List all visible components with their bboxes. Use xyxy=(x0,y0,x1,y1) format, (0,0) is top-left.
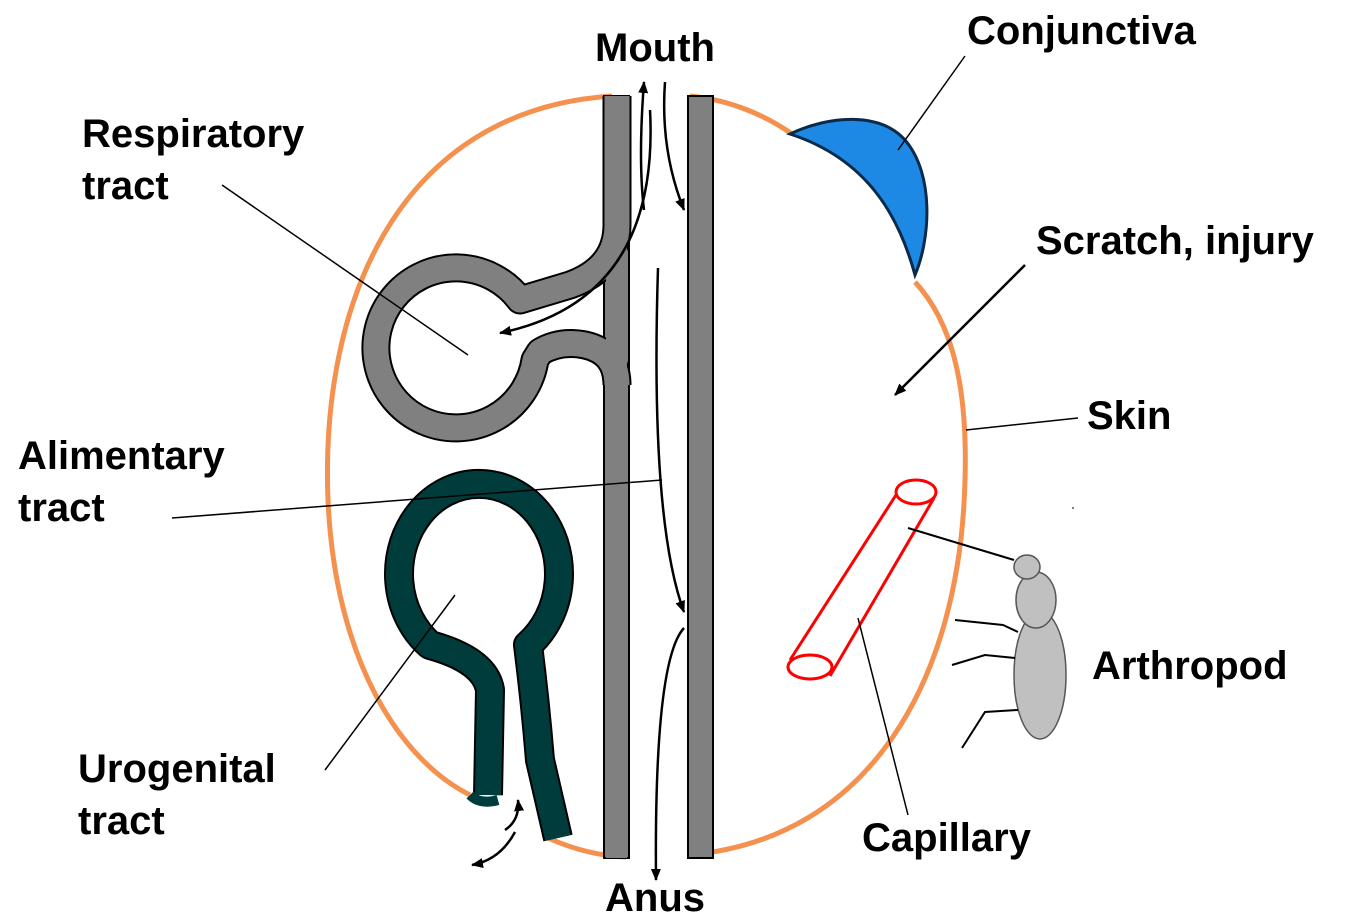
skin-leader xyxy=(966,418,1078,430)
respiratory-label-line2: tract xyxy=(82,160,169,212)
alimentary-arrow xyxy=(656,268,684,612)
alimentary-label-line1: Alimentary xyxy=(18,430,225,482)
capillary-label: Capillary xyxy=(862,812,1031,864)
skin-outline xyxy=(327,96,965,857)
conjunctiva-shape xyxy=(790,119,927,275)
anus-label: Anus xyxy=(605,872,705,924)
urogenital-label-line1: Urogenital xyxy=(78,743,276,795)
respiratory-label-line1: Respiratory xyxy=(82,108,304,160)
anus-arrow xyxy=(656,628,684,880)
arthropod-label: Arthropod xyxy=(1092,640,1288,692)
urogenital-label-line2: tract xyxy=(78,795,165,847)
capillary-leader xyxy=(858,618,908,815)
scratch-label: Scratch, injury xyxy=(1036,215,1314,267)
urogenital-tract xyxy=(399,484,559,838)
urogenital-arrow-up xyxy=(505,800,518,830)
mouth-in-arrow xyxy=(664,82,684,210)
gut-wall-left-fill xyxy=(606,98,627,858)
mouth-label: Mouth xyxy=(595,22,715,74)
capillary-shape xyxy=(788,480,936,679)
alimentary-label-line2: tract xyxy=(18,482,105,534)
urogenital-arrow-down xyxy=(472,832,515,865)
conjunctiva-label: Conjunctiva xyxy=(967,5,1196,57)
conjunctiva-leader xyxy=(898,56,965,150)
respiratory-tract xyxy=(376,96,617,428)
skin-label: Skin xyxy=(1087,390,1171,442)
arthropod-shape xyxy=(908,528,1066,748)
speck-mark xyxy=(1072,507,1074,509)
mouth-out-arrow xyxy=(641,82,644,210)
gut-wall-right xyxy=(688,96,713,858)
